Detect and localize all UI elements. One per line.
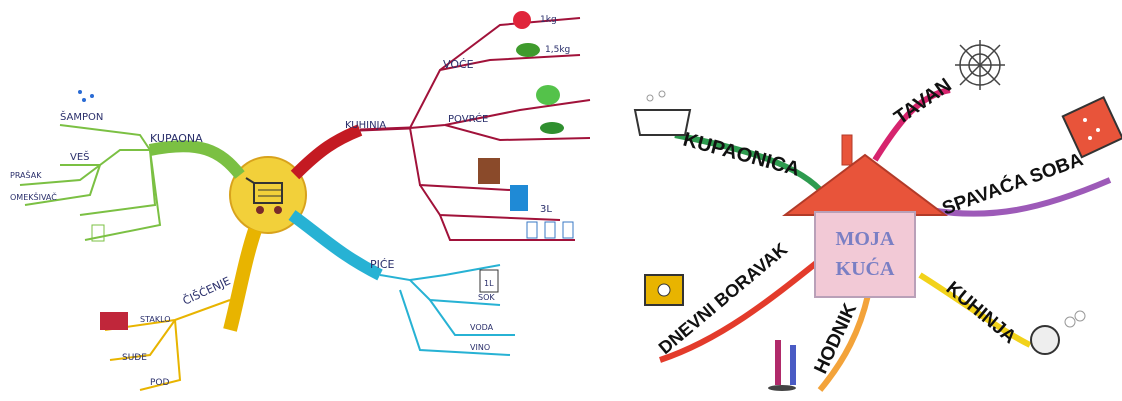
tv-icon (644, 274, 684, 306)
box-icon (478, 158, 500, 184)
banana-icon (516, 43, 540, 57)
teapot-icon (1030, 310, 1086, 355)
shopping-mind-map: KUPAONA ŠAMPON VEŠ PRAŠAK OMEKŠIVAČ KUHI… (10, 11, 591, 391)
item-1-5kg: 1,5kg (545, 45, 570, 55)
item-sampon: ŠAMPON (60, 110, 103, 123)
branch-line-dnevni (659, 257, 822, 363)
item-povrce: POVRĆE (448, 112, 488, 125)
item-sok: SOK (478, 293, 495, 302)
center-title-line2: KUĆA (836, 256, 895, 280)
shopping-cart-icon (245, 177, 283, 214)
house-center-node: MOJA KUĆA (782, 134, 948, 298)
cucumber-icon (540, 122, 564, 134)
branch-line-hodnik (817, 294, 871, 392)
apple-icon (513, 11, 531, 29)
item-ves: VEŠ (70, 150, 90, 163)
branch-line-kuhinja (918, 272, 1032, 348)
milk-carton-icon (510, 185, 528, 211)
house-mind-map: MOJA KUĆA KUPAONICA TAVAN SPAVAĆA SOBA K… (610, 0, 1122, 401)
item-voda: VODA (470, 323, 494, 332)
item-vino: VINO (470, 343, 490, 352)
central-cart-node (229, 156, 307, 234)
branch-ciscenje: ČIŠĆENJE STAKLO SUĐE POD (100, 227, 262, 391)
label-tavan: TAVAN (890, 74, 955, 129)
coat-rack-icon (768, 340, 796, 391)
item-pod: POD (150, 378, 170, 388)
item-prasak: PRAŠAK (10, 169, 42, 180)
branch-line-kupaonica (674, 132, 828, 197)
branch-kuhinja: KUHINJA VOĆE 1kg 1,5kg POVRĆE 3L (290, 11, 591, 241)
item-1l: 1L (484, 279, 494, 288)
branch-label-pice: PIĆE (370, 258, 395, 271)
center-title-line1: MOJA (836, 228, 895, 250)
branch-pice: PIĆE 1L VODA SOK VINO (288, 210, 515, 356)
item-omeksivac: OMEKŠIVAČ (10, 191, 57, 202)
bed-icon (1061, 96, 1122, 159)
item-sudje: SUĐE (122, 353, 147, 363)
item-1kg: 1kg (540, 15, 557, 25)
glass-icon (526, 221, 538, 239)
label-kupaonica: KUPAONICA (681, 129, 802, 181)
item-3l: 3L (540, 204, 552, 215)
roof-icon (782, 153, 948, 216)
bathtub-icon (633, 90, 692, 136)
label-kuhinja: KUHINJA (942, 278, 1020, 349)
item-staklo: STAKLO (140, 315, 171, 324)
branch-label-kuhinja-left: KUHINJA (345, 120, 386, 131)
juice-box-icon (479, 269, 499, 293)
spider-web-icon (955, 40, 1005, 90)
window-icon (100, 312, 128, 330)
branch-line-tavan (872, 87, 951, 162)
shopping-mind-map-canvas: KUPAONA ŠAMPON VEŠ PRAŠAK OMEKŠIVAČ KUHI… (10, 11, 591, 391)
lettuce-icon (536, 85, 560, 105)
branch-line-spavaca (929, 177, 1112, 217)
house-mind-map-canvas: MOJA KUĆA KUPAONICA TAVAN SPAVAĆA SOBA K… (633, 40, 1122, 392)
branch-label-kupaona: KUPAONA (150, 132, 203, 145)
cup-icon (91, 224, 105, 242)
item-voce: VOĆE (443, 58, 474, 71)
branch-kupaona: KUPAONA ŠAMPON VEŠ PRAŠAK OMEKŠIVAČ (10, 90, 245, 242)
